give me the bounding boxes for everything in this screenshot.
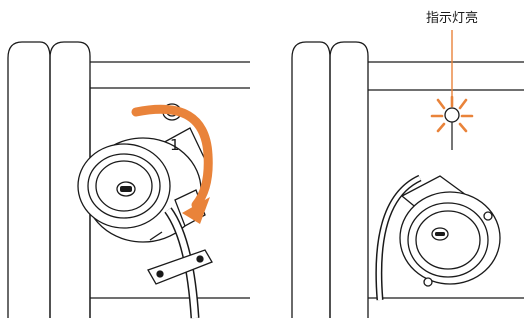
right-panel [292, 42, 524, 318]
left-panel [8, 42, 250, 318]
indicator-label: 指示灯亮 [426, 10, 478, 26]
left-frame-outer [8, 42, 50, 318]
mounted-camera-face [408, 203, 488, 277]
step-number: 1 [170, 136, 180, 154]
right-frame-pillar [330, 42, 368, 318]
right-frame-inner [368, 62, 524, 90]
right-frame-outer [292, 42, 330, 318]
cable-clip [148, 250, 212, 284]
indicator-lamp [445, 108, 459, 122]
